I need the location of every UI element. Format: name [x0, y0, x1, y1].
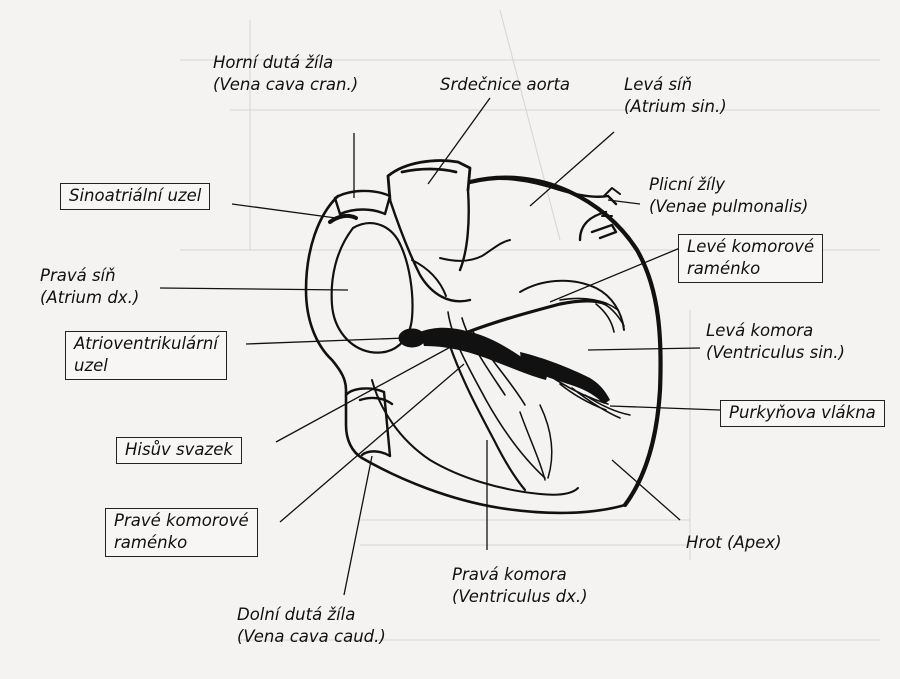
papillary-strands: [520, 395, 630, 480]
left-atrium-outline: [470, 179, 616, 240]
label-right-bundle-branch: Pravé komorové raménko: [105, 508, 258, 557]
label-ventriculus-dx: Pravá komora (Ventriculus dx.): [452, 564, 588, 608]
label-ventriculus-sin: Levá komora (Ventriculus sin.): [706, 320, 845, 364]
label-vena-cava-caud: Dolní dutá žíla (Vena cava caud.): [237, 604, 386, 648]
sinoatrial-node-shape: [330, 216, 356, 222]
leader-ventriculus-sin: [588, 348, 700, 350]
right-atrium-wall: [306, 196, 362, 458]
label-atrium-sin: Levá síň (Atrium sin.): [624, 74, 727, 118]
label-atrium-dx: Pravá síň (Atrium dx.): [40, 265, 139, 309]
purkinje-fiber-bundle: [520, 352, 610, 404]
leader-aorta: [428, 98, 490, 184]
label-av-node: Atrioventrikulární uzel: [65, 331, 227, 380]
leader-atrium-dx: [160, 288, 348, 290]
leader-vena-cava-caud: [344, 456, 372, 595]
left-ventricle-wall: [470, 178, 661, 505]
aorta-vessel: [388, 161, 470, 200]
label-aorta: Srdečnice aorta: [440, 74, 570, 96]
label-apex: Hrot (Apex): [686, 532, 782, 554]
his-bundle-shape: [420, 328, 548, 380]
label-pulmonary-veins: Plicní žíly (Venae pulmonalis): [649, 174, 808, 218]
superior-vena-cava: [335, 191, 390, 214]
leader-purkinje: [610, 406, 720, 410]
label-left-bundle-branch: Levé komorové raménko: [678, 234, 823, 283]
ventricle-septum-left: [520, 281, 624, 330]
leader-sinoatrial-node: [232, 204, 336, 218]
left-bundle-branch-shape: [468, 301, 606, 332]
label-bundle-of-his: Hisův svazek: [116, 437, 242, 464]
leader-av-node: [246, 338, 406, 344]
label-purkinje-fibers: Purkyňova vlákna: [720, 400, 885, 427]
label-sinoatrial-node: Sinoatriální uzel: [60, 183, 210, 210]
leader-his-bundle: [276, 344, 456, 442]
purkinje-fibers-lines: [550, 298, 624, 418]
leader-left-bundle-branch: [550, 248, 680, 302]
label-vena-cava-cran: Horní dutá žíla (Vena cava cran.): [213, 52, 358, 96]
